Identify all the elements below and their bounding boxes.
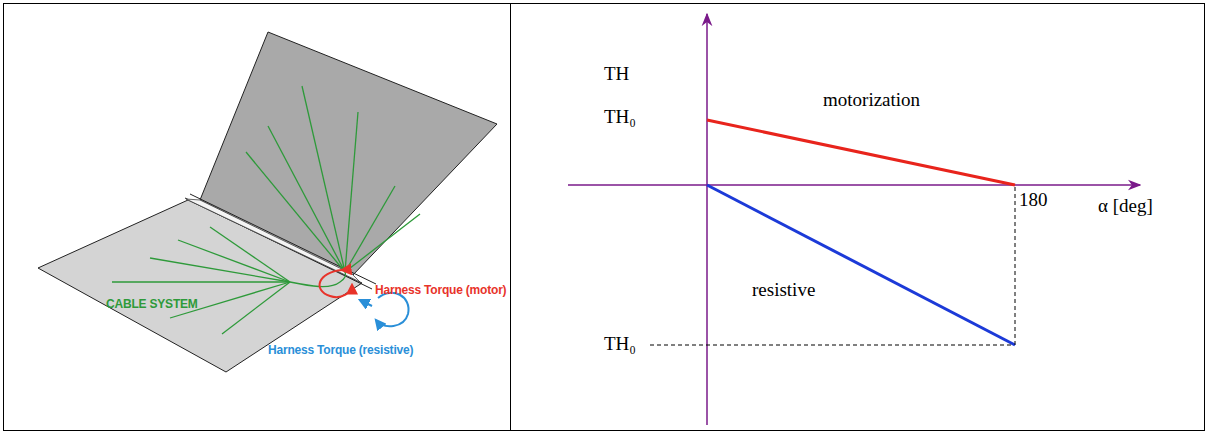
- hinge: [186, 199, 360, 282]
- torque-arrow-motor: [320, 270, 352, 297]
- motorization-line: [707, 120, 1015, 185]
- value-label: TH₀: [604, 334, 636, 355]
- axis-label: α [deg]: [1098, 196, 1153, 217]
- torque-label: Harness Torque (motor): [375, 284, 506, 297]
- resistive-line: [707, 185, 1015, 345]
- y-axis: [706, 14, 708, 425]
- cable-system: [112, 86, 420, 334]
- axis-label: TH: [604, 64, 629, 85]
- divider: [510, 4, 511, 431]
- x-axis: [568, 184, 1140, 186]
- guide-line: [1015, 187, 1016, 345]
- tick-label: 180: [1019, 190, 1048, 211]
- torque-label: Harness Torque (resistive): [268, 344, 413, 357]
- guide-line: [650, 345, 1013, 346]
- cable-label: CABLE SYSTEM: [106, 298, 198, 311]
- frame: [4, 4, 1205, 431]
- series-label: resistive: [752, 280, 815, 301]
- value-label: TH₀: [604, 107, 636, 128]
- series-label: motorization: [823, 90, 920, 111]
- panel-upper: [200, 32, 497, 276]
- torque-arrow-resistive: [376, 293, 409, 326]
